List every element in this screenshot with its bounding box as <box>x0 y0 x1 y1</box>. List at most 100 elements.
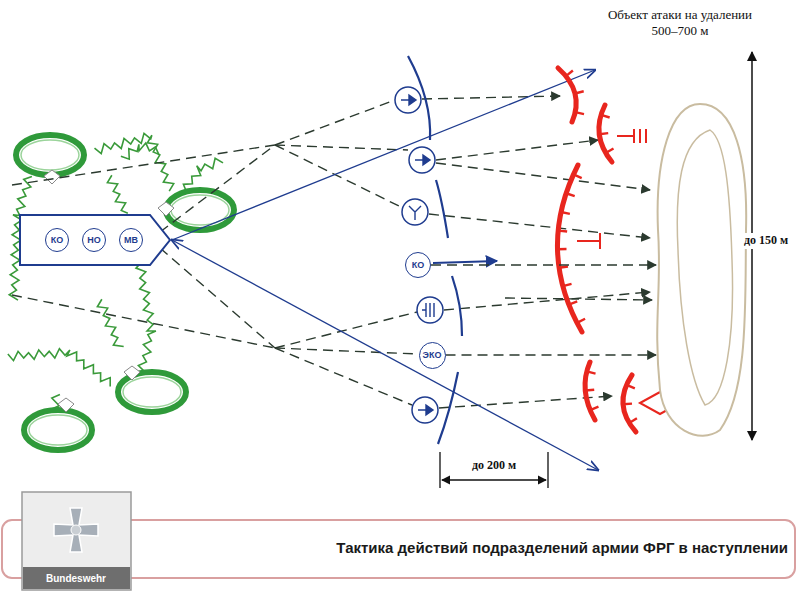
movement-line <box>275 145 408 150</box>
position-tick <box>558 248 567 251</box>
objective-outer <box>657 104 746 436</box>
direction-line <box>172 70 595 240</box>
front-line <box>436 180 448 238</box>
terrain-line <box>97 299 123 346</box>
position-tick <box>585 389 594 392</box>
position-tick <box>627 385 635 389</box>
position-tick <box>601 115 610 118</box>
unit-pentagon <box>20 215 170 265</box>
vehicle-marker <box>44 170 60 184</box>
dimension-line <box>442 479 546 480</box>
position-ring-inner <box>123 377 181 407</box>
position-tick <box>569 301 577 304</box>
unit-circle: ЭКО <box>419 342 446 369</box>
movement-line <box>12 145 275 185</box>
position-tick <box>566 193 575 196</box>
position-tick <box>558 229 567 232</box>
enemy-position <box>623 375 636 432</box>
unit-label: МВ <box>124 236 138 245</box>
terrain-line <box>121 143 159 159</box>
unit-circle: КО <box>45 228 69 252</box>
movement-line <box>444 292 650 310</box>
logo-wordmark: Bundeswehr <box>44 572 108 586</box>
terrain-line <box>107 175 127 213</box>
attack-objective: Объект атаки на удалении 500–700 м <box>650 100 750 440</box>
unit-label: ЭКО <box>423 351 442 360</box>
position-tick <box>566 70 573 76</box>
objective-outline <box>650 100 750 440</box>
caption: Тактика действий подразделений армии ФРГ… <box>336 539 788 556</box>
symbol-glyph <box>409 206 421 220</box>
movement-line <box>275 100 395 145</box>
symbol-glyph <box>422 303 434 317</box>
terrain-line <box>8 349 110 387</box>
dimension-tick <box>440 452 548 488</box>
movement-line <box>275 348 412 405</box>
position-ring-inner <box>29 415 87 445</box>
position-tick <box>623 402 632 405</box>
position-ring <box>24 410 92 450</box>
enemy-position <box>599 105 612 162</box>
symbol-glyph <box>401 95 416 105</box>
vehicle-marker <box>158 202 174 216</box>
enemy-position <box>558 68 576 122</box>
unit-symbol <box>417 297 443 323</box>
drawing <box>2 52 795 590</box>
movement-line <box>436 163 650 190</box>
movement-line <box>422 96 560 99</box>
movement-line <box>275 312 417 348</box>
unit-circle: МВ <box>119 228 143 252</box>
unit-label: НО <box>87 236 101 245</box>
unit-symbol <box>409 147 435 173</box>
unit-circle: НО <box>82 228 106 252</box>
position-ring <box>118 372 186 412</box>
position-tick <box>561 212 570 214</box>
position-tick <box>599 133 608 134</box>
dimension-label: до 200 м <box>470 458 518 474</box>
symbol-glyph <box>415 155 430 165</box>
advance-connector <box>446 354 657 355</box>
unit-label: КО <box>412 261 425 270</box>
advance-arrow <box>433 261 497 263</box>
movement-line <box>275 348 418 354</box>
position-tick <box>574 174 582 178</box>
unit-circle: КО <box>405 252 431 278</box>
weapon-symbol <box>577 233 600 249</box>
front-line <box>452 276 462 336</box>
position-ring <box>16 135 84 175</box>
movement-line <box>505 298 652 300</box>
dimension-label: до 150 м <box>742 233 790 249</box>
objective-heading: Объект атаки на удалении 500–700 м <box>598 7 762 40</box>
position-tick <box>577 319 585 323</box>
unit-symbol <box>395 87 421 113</box>
position-tick <box>575 91 584 93</box>
weapon-symbol <box>617 129 646 143</box>
movement-line <box>12 295 275 348</box>
vehicle-marker <box>58 398 74 412</box>
movement-line <box>436 140 598 160</box>
advance-connector <box>431 264 656 265</box>
position-tick <box>559 266 568 267</box>
vehicle-marker <box>124 366 140 380</box>
movement-line <box>160 248 275 348</box>
position-tick <box>563 284 572 286</box>
position-tick <box>606 148 614 152</box>
unit-label: КО <box>51 236 64 245</box>
terrain-line <box>136 262 156 373</box>
logo-box <box>22 492 131 590</box>
position-ring-inner <box>21 140 79 170</box>
logo-eagle <box>71 525 81 535</box>
objective-inner <box>677 130 732 405</box>
logo-band <box>23 567 130 589</box>
movement-line <box>429 214 650 238</box>
logo-cross <box>54 508 98 552</box>
symbol-glyph <box>418 405 433 415</box>
position-ring <box>166 190 234 230</box>
position-tick <box>575 112 584 114</box>
front-line <box>438 372 458 444</box>
unit-symbol <box>412 397 438 423</box>
unit-symbol <box>402 199 428 225</box>
position-tick <box>590 407 598 410</box>
position-tick <box>587 371 596 373</box>
